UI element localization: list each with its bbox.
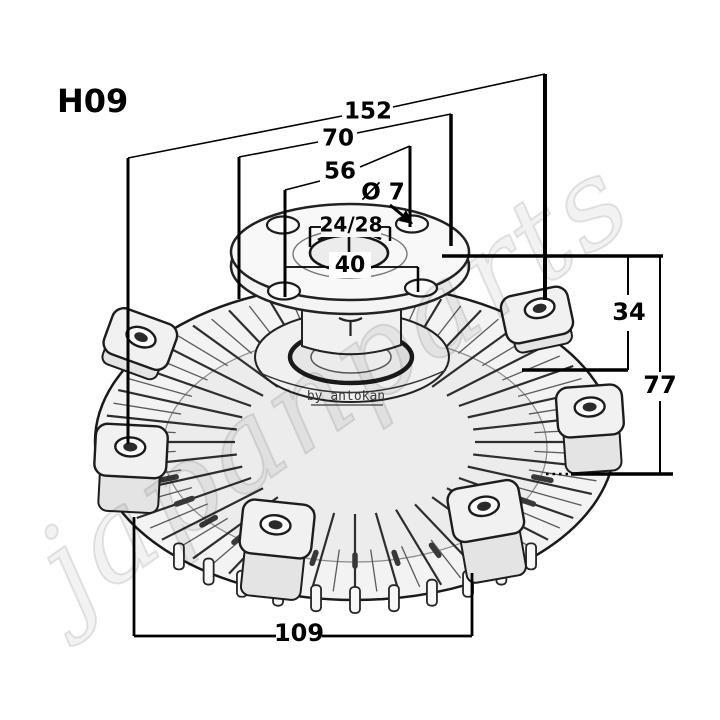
dimension-56: 56: [283, 145, 412, 297]
dim-label-152: 152: [344, 99, 392, 125]
dimension-70: 70: [237, 113, 453, 299]
part-code: H09: [57, 82, 128, 120]
dim-label-hole: Ø 7: [361, 180, 405, 206]
dim-label-77: 77: [643, 371, 676, 399]
dim-label-109: 109: [274, 619, 324, 647]
flange-bolt-hole: [265, 215, 301, 235]
dim-label-40: 40: [335, 253, 366, 278]
dimension-24-28: 24/28: [308, 213, 392, 247]
arrowhead: [399, 210, 413, 224]
credit-watermark: by antokan: [307, 389, 385, 404]
mount-ear: [238, 498, 316, 601]
mount-ear: [101, 307, 179, 381]
mount-ears: [93, 285, 625, 601]
flange-bolt-hole: [403, 278, 439, 298]
dimensions: 152 70 56 Ø 7 24/28: [126, 73, 677, 647]
mount-ear: [499, 285, 575, 354]
mount-ear: [554, 383, 625, 475]
flange-bolt-hole: [394, 214, 430, 234]
dimension-40: 40: [285, 252, 420, 292]
mount-ear: [93, 422, 169, 515]
dim-label-56: 56: [324, 159, 356, 185]
dimension-152: 152: [126, 73, 547, 444]
dim-label-24-28: 24/28: [320, 213, 383, 237]
dimension-hole-diameter: Ø 7: [361, 180, 413, 224]
dimension-109: 109: [132, 517, 474, 647]
dimension-34: 34: [442, 254, 663, 372]
dim-label-70: 70: [322, 126, 354, 152]
fan-clutch-drawing: [93, 202, 625, 614]
dimension-77: 77: [546, 256, 677, 476]
dim-label-34: 34: [612, 298, 645, 326]
mount-ear: [446, 478, 527, 584]
